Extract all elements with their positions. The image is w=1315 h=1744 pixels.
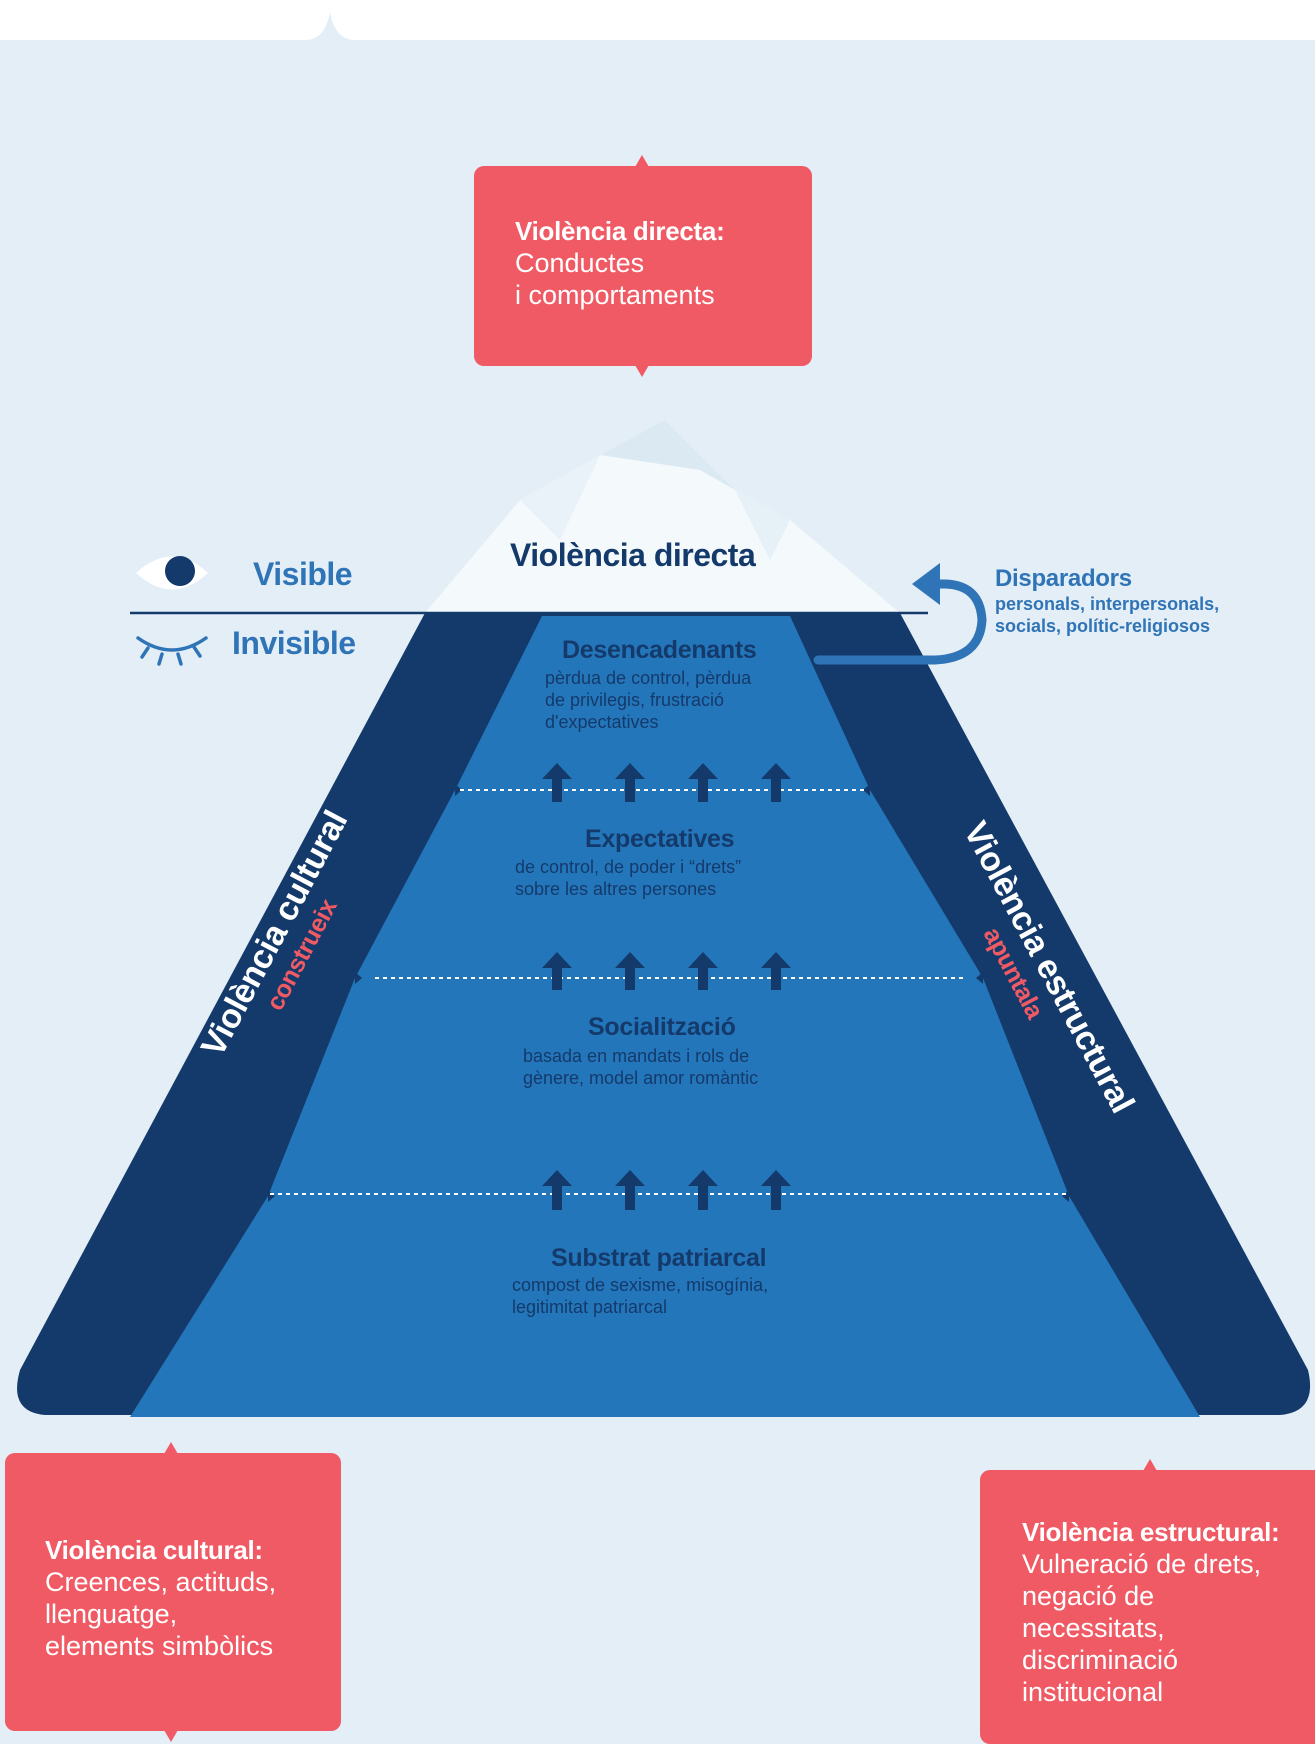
level-title-desencadenants: Desencadenants	[562, 636, 757, 664]
level-desc-line: de privilegis, frustració	[545, 690, 725, 710]
level-desc-line: basada en mandats i rols de	[523, 1046, 750, 1066]
top-callout-line: i comportaments	[515, 280, 715, 310]
disparadors-line: socials, polític-religiosos	[995, 616, 1211, 636]
up-arrow-icon	[542, 763, 791, 1210]
up-arrow-icon	[688, 763, 718, 802]
up-arrow-icon	[761, 763, 791, 802]
top-callout-line: Conductes	[515, 248, 645, 278]
up-arrow-icon	[761, 1170, 791, 1210]
iceberg-tip	[425, 420, 900, 613]
level-band-1	[355, 790, 983, 978]
level-desc-line: d'expectatives	[545, 712, 659, 732]
disparadors-label: Disparadors personals, interpersonals, s…	[995, 565, 1219, 637]
visible-label: Visible	[253, 556, 353, 592]
bottom-left-callout-line: llenguatge,	[45, 1599, 178, 1629]
level-desc-substrat: compost de sexisme, misogínia, legitimit…	[512, 1274, 812, 1318]
eye-open-icon	[136, 556, 208, 590]
disparadors-title: Disparadors	[995, 565, 1132, 592]
bottom-right-callout-title: Violència estructural:	[1022, 1517, 1280, 1547]
level-desc-expectatives: de control, de poder i “drets” sobre les…	[515, 856, 815, 900]
bottom-left-callout-line: elements simbòlics	[45, 1631, 274, 1661]
level-desc-desencadenants: pèrdua de control, pèrdua de privilegis,…	[545, 667, 845, 733]
bottom-left-callout-box	[5, 1442, 341, 1742]
level-band-2	[268, 978, 1069, 1196]
up-arrow-icon	[542, 952, 572, 990]
top-callout-box	[474, 155, 812, 377]
bottom-right-callout-line: necessitats,	[1022, 1613, 1165, 1643]
bottom-left-callout: Violència cultural: Creences, actituds, …	[45, 1535, 276, 1662]
level-desc-line: sobre les altres persones	[515, 879, 717, 899]
bottom-right-callout-line: negació de	[1022, 1581, 1155, 1611]
level-desc-line: compost de sexisme, misogínia,	[512, 1275, 769, 1295]
bottom-left-callout-line: Creences, actituds,	[45, 1567, 277, 1597]
up-arrow-icon	[542, 763, 572, 802]
up-arrow-icon	[761, 952, 791, 990]
up-arrow-icon	[688, 1170, 718, 1210]
curved-arrow-icon	[813, 563, 987, 665]
invisible-label: Invisible	[232, 625, 356, 661]
level-title-socialitzacio: Socialització	[588, 1013, 736, 1041]
level-separators	[270, 789, 1067, 1195]
level-title-substrat: Substrat patriarcal	[551, 1244, 767, 1272]
level-desc-line: gènere, model amor romàntic	[523, 1068, 759, 1088]
up-arrow-icon	[615, 952, 645, 990]
disparadors-line: personals, interpersonals,	[995, 594, 1220, 614]
level-desc-line: de control, de poder i “drets”	[515, 857, 742, 877]
bottom-left-callout-title: Violència cultural:	[45, 1535, 263, 1565]
up-arrow-icon	[615, 1170, 645, 1210]
tip-label: Violència directa	[510, 537, 756, 573]
bottom-right-callout: Violència estructural: Vulneració de dre…	[1022, 1517, 1280, 1708]
level-desc-socialitzacio: basada en mandats i rols de gènere, mode…	[523, 1045, 823, 1089]
bottom-right-callout-line: institucional	[1022, 1677, 1164, 1707]
bottom-right-callout-line: Vulneració de drets,	[1022, 1549, 1262, 1579]
eye-closed-icon	[136, 636, 208, 666]
level-desc-line: legitimitat patriarcal	[512, 1297, 668, 1317]
top-callout-title: Violència directa:	[515, 216, 725, 246]
top-callout: Violència directa: Conductes i comportam…	[515, 216, 725, 311]
level-band-3	[130, 1196, 1200, 1417]
level-title-expectatives: Expectatives	[585, 825, 735, 853]
up-arrow-icon	[542, 1170, 572, 1210]
level-desc-line: pèrdua de control, pèrdua	[545, 668, 752, 688]
bottom-right-callout-box	[980, 1459, 1315, 1744]
up-arrow-icon	[688, 952, 718, 990]
bottom-right-callout-line: discriminació	[1022, 1645, 1179, 1675]
up-arrow-icon	[615, 763, 645, 802]
level-band-0	[455, 616, 870, 790]
